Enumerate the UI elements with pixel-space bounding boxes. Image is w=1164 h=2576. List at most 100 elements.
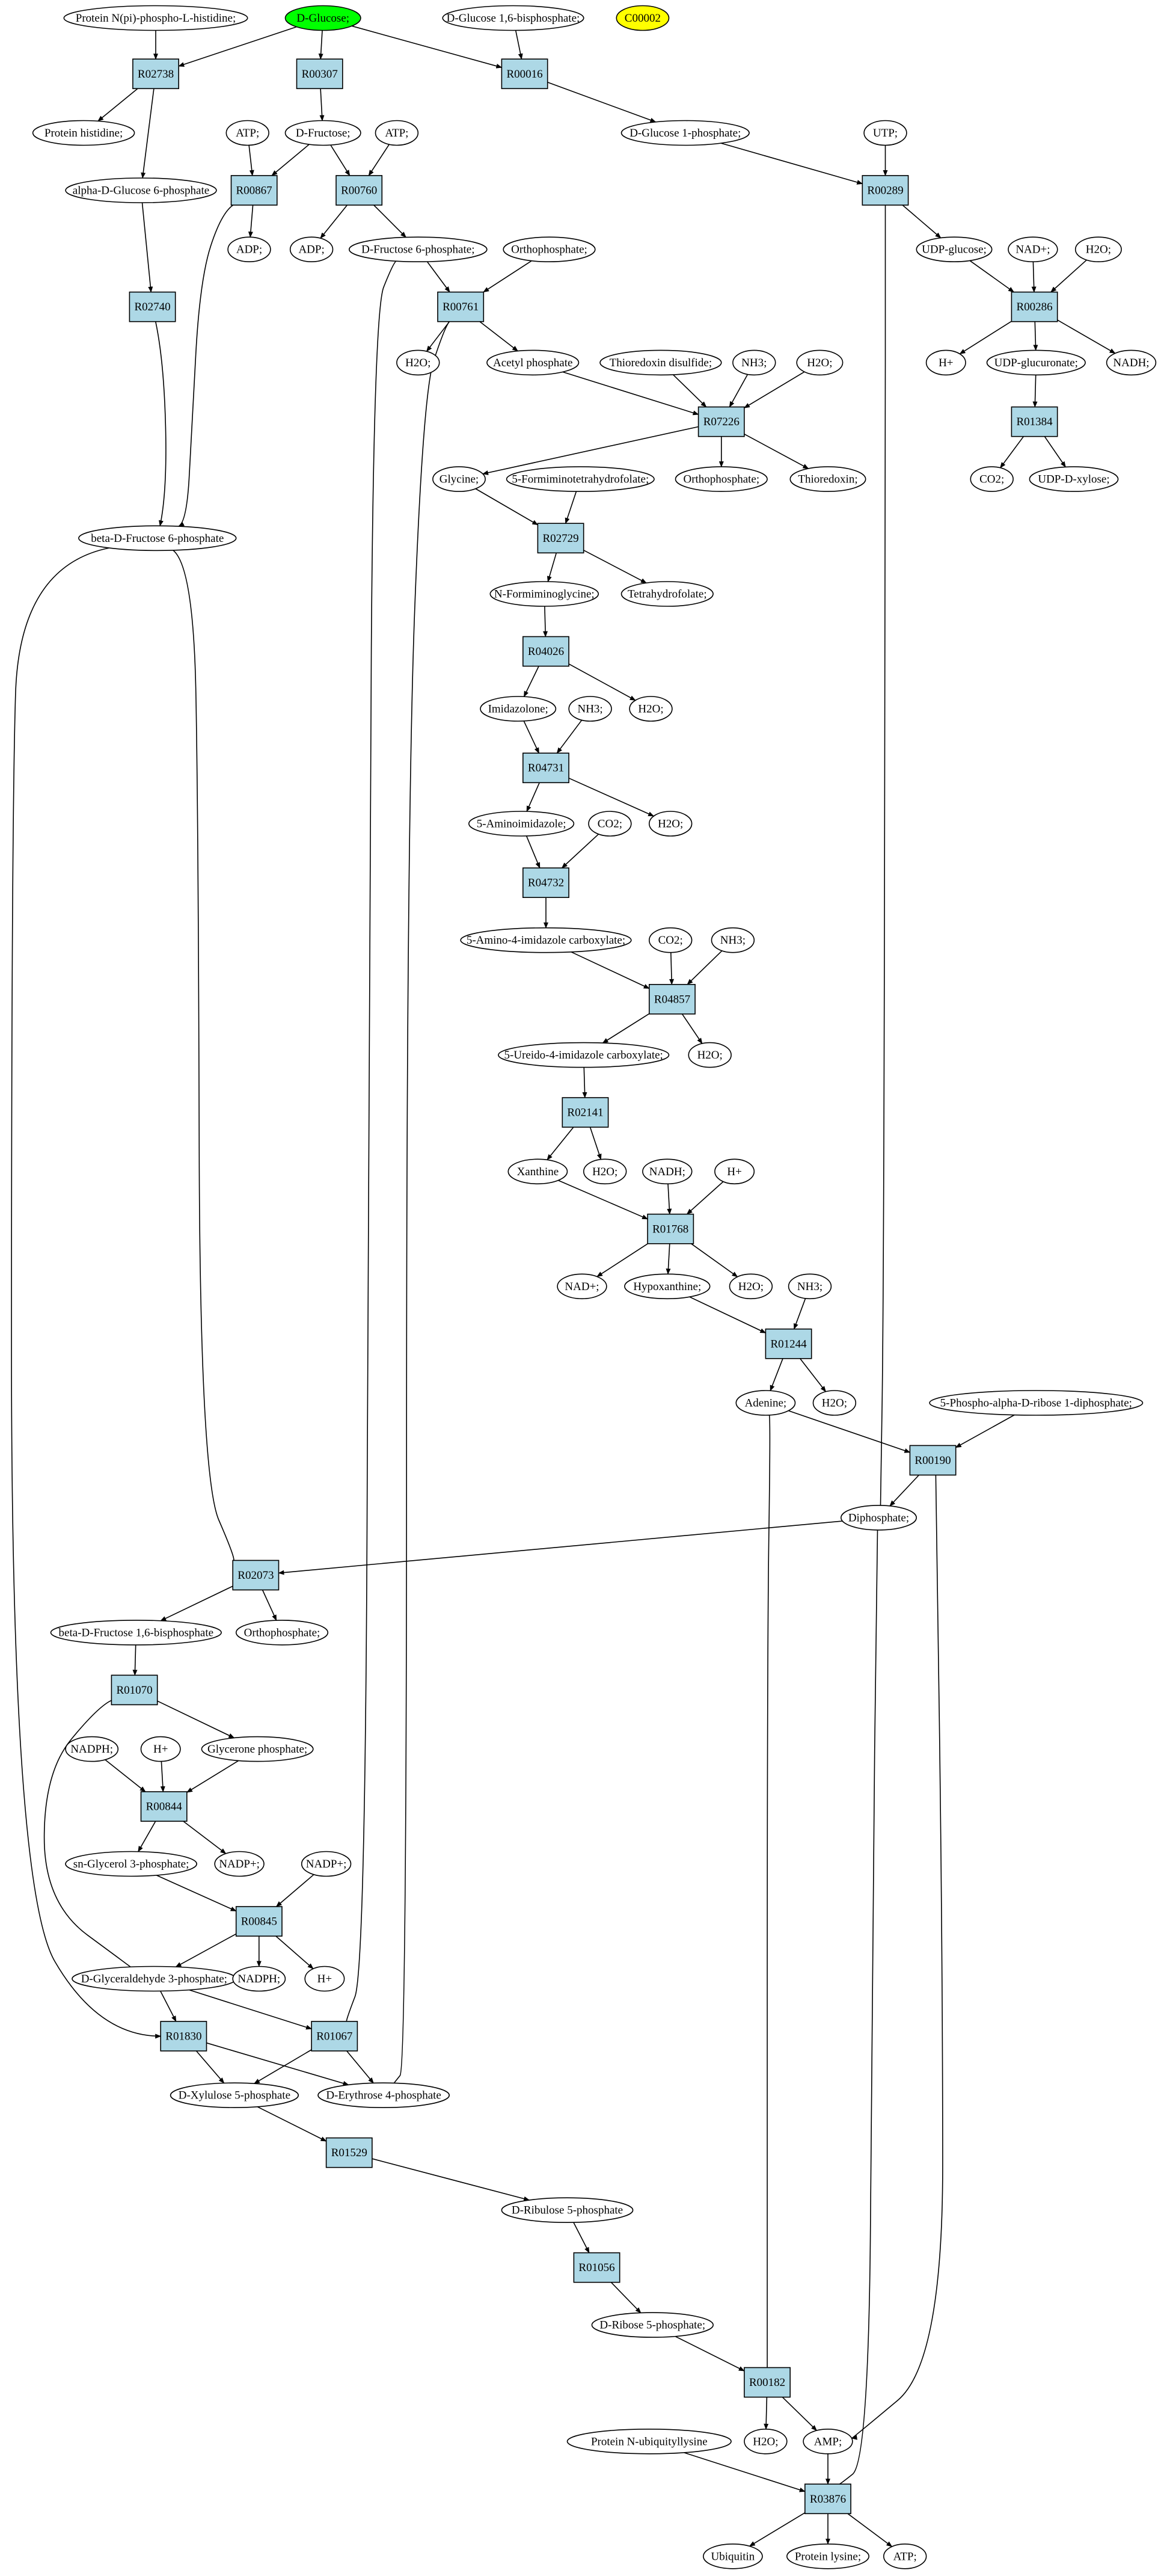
compound-node-n_ppl: Protein N(pi)-phospho-L-histidine; xyxy=(63,5,248,31)
edge-n_bf6p-to-r_R01830 xyxy=(11,547,162,2039)
reaction-node-r_R02073: R02073 xyxy=(232,1560,280,1591)
edge-n_ppi-to-r_R02073 xyxy=(278,1520,843,1575)
compound-ellipse xyxy=(170,2082,299,2108)
compound-ellipse xyxy=(225,120,269,146)
compound-ellipse xyxy=(501,2197,634,2223)
compound-node-n_h2o_g: H2O; xyxy=(583,1158,627,1185)
compound-ellipse xyxy=(863,120,907,146)
edge-r_R01244-to-n_h2o_i xyxy=(800,1358,827,1392)
compound-node-n_trx: Thioredoxin; xyxy=(789,466,866,492)
reaction-box xyxy=(232,1560,280,1591)
reaction-box xyxy=(111,1674,158,1706)
edge-n_g1p-to-r_R00289 xyxy=(720,143,863,185)
reaction-node-r_R04026: R04026 xyxy=(522,636,569,667)
reaction-node-r_R04857: R04857 xyxy=(649,984,696,1015)
compound-node-n_nfgly: N-Formiminoglycine; xyxy=(489,581,599,607)
compound-ellipse xyxy=(301,1851,352,1877)
compound-label: NADP+; xyxy=(306,1858,347,1871)
compound-ellipse xyxy=(648,811,693,837)
compound-node-n_gnp: Glycerone phosphate; xyxy=(201,1736,314,1762)
edge-n_hyp-to-r_R01244 xyxy=(689,1296,767,1333)
edge-n_hplus_c-to-r_R00844 xyxy=(160,1761,165,1792)
reaction-box xyxy=(522,636,569,667)
edge-r_R00307-to-n_fru xyxy=(319,88,325,121)
compound-label: H2O; xyxy=(753,2435,778,2448)
edge-n_5fthf-to-r_R02729 xyxy=(565,491,577,524)
reaction-node-r_R00182: R00182 xyxy=(744,2367,791,2398)
reaction-node-r_R00307: R00307 xyxy=(296,58,343,90)
compound-label: H+ xyxy=(317,1973,332,1985)
edge-r_R02141-to-n_h2o_g xyxy=(589,1127,602,1160)
compound-label: NADH; xyxy=(1113,357,1149,369)
edge-r_R00182-to-n_h2o_j xyxy=(764,2397,769,2430)
reaction-node-r_R00190: R00190 xyxy=(909,1445,957,1476)
reaction-node-r_R01529: R01529 xyxy=(325,2137,373,2168)
reaction-box xyxy=(647,1213,694,1244)
reaction-box xyxy=(909,1445,957,1476)
edge-n_udpglc-to-r_R00286 xyxy=(969,260,1015,293)
reaction-box xyxy=(325,2137,373,2168)
compound-node-n_prothis: Protein histidine; xyxy=(32,120,135,146)
compound-ellipse xyxy=(65,1736,119,1762)
compound-ellipse xyxy=(489,581,599,607)
edge-r_R02141-to-n_xan xyxy=(547,1127,574,1161)
compound-node-n_atp1: ATP; xyxy=(225,120,269,146)
edge-n_orthoP1-to-r_R00761 xyxy=(483,260,532,293)
compound-ellipse xyxy=(711,927,755,953)
compound-label: beta-D-Fructose 6-phosphate xyxy=(91,532,224,545)
compound-label: CO2; xyxy=(658,934,683,947)
edge-r_R00182-to-n_amp xyxy=(782,2397,818,2431)
compound-label: Glycine; xyxy=(440,473,479,486)
compound-ellipse xyxy=(304,1966,345,1992)
reaction-label: R01830 xyxy=(165,2030,201,2043)
edge-r_R02729-to-n_thf xyxy=(583,550,647,584)
reaction-label: R00845 xyxy=(241,1916,277,1928)
compound-ellipse xyxy=(480,696,557,722)
compound-label: D-Glucose 1-phosphate; xyxy=(629,127,741,140)
reaction-box xyxy=(1011,291,1058,322)
compound-node-n_trxss: Thioredoxin disulfide; xyxy=(599,349,722,376)
compound-label: NADP+; xyxy=(219,1858,260,1871)
edge-n_acp-to-r_R07226 xyxy=(562,371,699,416)
edge-r_R04731-to-n_5ai xyxy=(526,782,540,813)
compound-ellipse xyxy=(883,2543,927,2569)
compound-ellipse xyxy=(289,236,334,263)
compound-node-n_x5p: D-Xylulose 5-phosphate xyxy=(170,2082,299,2108)
edge-r_R00845-to-n_gap xyxy=(175,1933,237,1968)
compound-label: ADP; xyxy=(236,244,262,256)
edge-r_R04857-to-n_5u4ic xyxy=(602,1013,650,1044)
compound-node-n_ade: Adenine; xyxy=(735,1390,796,1416)
compound-label: ATP; xyxy=(893,2550,917,2563)
edge-r_R02729-to-n_nfgly xyxy=(547,553,557,583)
edge-r_R01070-to-n_gap xyxy=(43,1700,136,1972)
edge-r_R01768-to-n_h2o_h xyxy=(691,1243,738,1277)
compound-label: beta-D-Fructose 1,6-bisphosphate xyxy=(59,1626,214,1639)
compound-ellipse xyxy=(788,1273,832,1300)
compound-node-n_5a4ic: 5-Amino-4-imidazole carboxylate; xyxy=(460,927,632,953)
reaction-node-r_R01768: R01768 xyxy=(647,1213,694,1244)
compound-label: H2O; xyxy=(697,1049,723,1062)
compound-label: D-Ribose 5-phosphate; xyxy=(599,2319,705,2332)
compound-node-n_e4p: D-Erythrose 4-phosphate xyxy=(317,2082,450,2108)
reaction-label: R01056 xyxy=(578,2261,614,2274)
compound-ellipse xyxy=(486,349,580,376)
reaction-node-r_R00286: R00286 xyxy=(1011,291,1058,322)
compound-node-n_gly: Glycine; xyxy=(432,466,486,492)
reaction-label: R02740 xyxy=(135,301,171,313)
edge-n_glc-to-r_R00307 xyxy=(318,30,323,60)
compound-ellipse xyxy=(925,349,966,376)
compound-node-n_nadph_b: NADPH; xyxy=(232,1966,286,1992)
compound-node-n_h2o_c: H2O; xyxy=(796,349,844,376)
reaction-label: R00286 xyxy=(1017,301,1053,313)
compound-ellipse xyxy=(348,236,488,263)
compound-ellipse xyxy=(284,120,361,146)
edge-r_R04026-to-n_imz xyxy=(523,666,539,698)
reaction-label: R01244 xyxy=(771,1338,807,1350)
edge-n_r5p-to-r_R00182 xyxy=(675,2335,745,2372)
edge-r_R01768-to-n_nadp2 xyxy=(596,1243,648,1277)
edge-n_nadh_b-to-r_R01768 xyxy=(667,1184,672,1215)
compound-node-n_bf6p: beta-D-Fructose 6-phosphate xyxy=(78,525,237,552)
compound-ellipse xyxy=(507,1158,568,1185)
compound-ellipse xyxy=(227,236,271,263)
compound-node-n_nh3_d: NH3; xyxy=(788,1273,832,1300)
